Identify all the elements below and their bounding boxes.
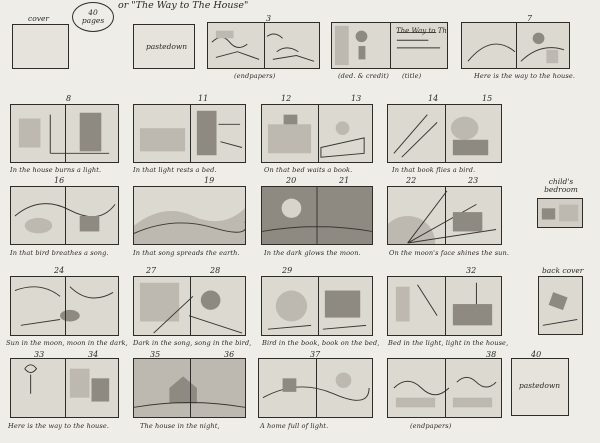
- book-bird-spread: [387, 104, 502, 163]
- title-fragment: or "The Way to The House": [118, 0, 249, 11]
- title-spread: The Way to The House: [331, 22, 448, 69]
- page-number: 19: [204, 176, 215, 185]
- page-number: 21: [339, 176, 350, 185]
- page-number: 22: [406, 176, 417, 185]
- childs-bedroom-sketch: [537, 198, 583, 228]
- final-pastedown-thumbnail: pastedown: [511, 358, 569, 416]
- spread-title-text: The Way to The House: [396, 27, 447, 35]
- cover-thumbnail: [12, 24, 69, 69]
- dedication-caption: (ded. & credit): [338, 72, 389, 80]
- caption: Here is the way to the house.: [8, 422, 110, 430]
- pastedown-thumbnail: pastedown: [133, 24, 195, 69]
- caption: In the dark glows the moon.: [264, 249, 361, 257]
- page-number: 32: [466, 266, 477, 275]
- caption: A home full of light.: [260, 422, 329, 430]
- endpapers-final-caption: (endpapers): [410, 422, 452, 430]
- page-number: 11: [198, 94, 209, 103]
- way-to-house-spread: [461, 22, 570, 69]
- bird-song-spread: [10, 186, 119, 245]
- bird-book-spread: [261, 276, 373, 336]
- page-number: 36: [224, 350, 235, 359]
- page-number: 24: [54, 266, 65, 275]
- home-light-spread: [258, 358, 373, 418]
- childs-bedroom-label: child's bedroom: [544, 177, 578, 194]
- page-number: 3: [266, 14, 272, 23]
- caption: Dark in the song, song in the bird,: [133, 339, 252, 347]
- cover-label: cover: [28, 14, 49, 23]
- page-number: 23: [468, 176, 479, 185]
- page-number: 8: [66, 94, 72, 103]
- page-number: 37: [310, 350, 321, 359]
- caption: In that song spreads the earth.: [133, 249, 240, 257]
- caption: Here is the way to the house.: [474, 72, 576, 80]
- way-to-house-final-spread: [10, 358, 119, 418]
- bed-book-spread: [261, 104, 373, 163]
- title-caption: (title): [402, 72, 422, 80]
- caption: In that light rests a bed.: [133, 166, 217, 174]
- caption: On that bed waits a book.: [264, 166, 353, 174]
- song-earth-spread: [133, 186, 246, 245]
- page-number: 40: [531, 350, 542, 359]
- page-number: 12: [281, 94, 292, 103]
- dark-song-spread: [133, 276, 246, 336]
- page-number: 7: [527, 14, 533, 23]
- endpapers-spread: [207, 22, 320, 69]
- page-number: 15: [482, 94, 493, 103]
- endpapers-caption: (endpapers): [234, 72, 276, 80]
- light-bed-spread: [133, 104, 246, 163]
- house-light-spread: [10, 104, 119, 163]
- page-number: 33: [34, 350, 45, 359]
- bed-light-spread: [387, 276, 502, 336]
- page-number: 20: [286, 176, 297, 185]
- caption: Sun in the moon, moon in the dark,: [6, 339, 128, 347]
- page-number: 38: [486, 350, 497, 359]
- dark-moon-spread: [261, 186, 373, 245]
- caption: In the house burns a light.: [10, 166, 102, 174]
- page-number: 35: [150, 350, 161, 359]
- badge-word: pages: [81, 16, 105, 25]
- endpapers-final-spread: [387, 358, 502, 418]
- pastedown-end-label: pastedown: [519, 381, 561, 390]
- caption: In that book flies a bird.: [392, 166, 476, 174]
- sun-moon-spread: [10, 276, 119, 336]
- page-number: 14: [428, 94, 439, 103]
- back-cover-thumbnail: [538, 276, 583, 335]
- pastedown-label: pastedown: [146, 42, 188, 51]
- caption: The house in the night,: [140, 422, 220, 430]
- caption: In that bird breathes a song.: [10, 249, 109, 257]
- caption: Bird in the book, book on the bed,: [262, 339, 380, 347]
- page-number: 28: [210, 266, 221, 275]
- caption: Bed in the light, light in the house,: [388, 339, 509, 347]
- page-number: 16: [54, 176, 65, 185]
- moon-sun-spread: [387, 186, 502, 245]
- badge-number: 40: [88, 8, 98, 17]
- page-count-badge: 40 pages: [72, 2, 114, 32]
- page-number: 34: [88, 350, 99, 359]
- page-number: 13: [351, 94, 362, 103]
- house-night-spread: [133, 358, 246, 418]
- page-number: 27: [146, 266, 157, 275]
- page-number: 29: [282, 266, 293, 275]
- back-cover-label: back cover: [542, 266, 584, 275]
- caption: On the moon's face shines the sun.: [389, 249, 510, 257]
